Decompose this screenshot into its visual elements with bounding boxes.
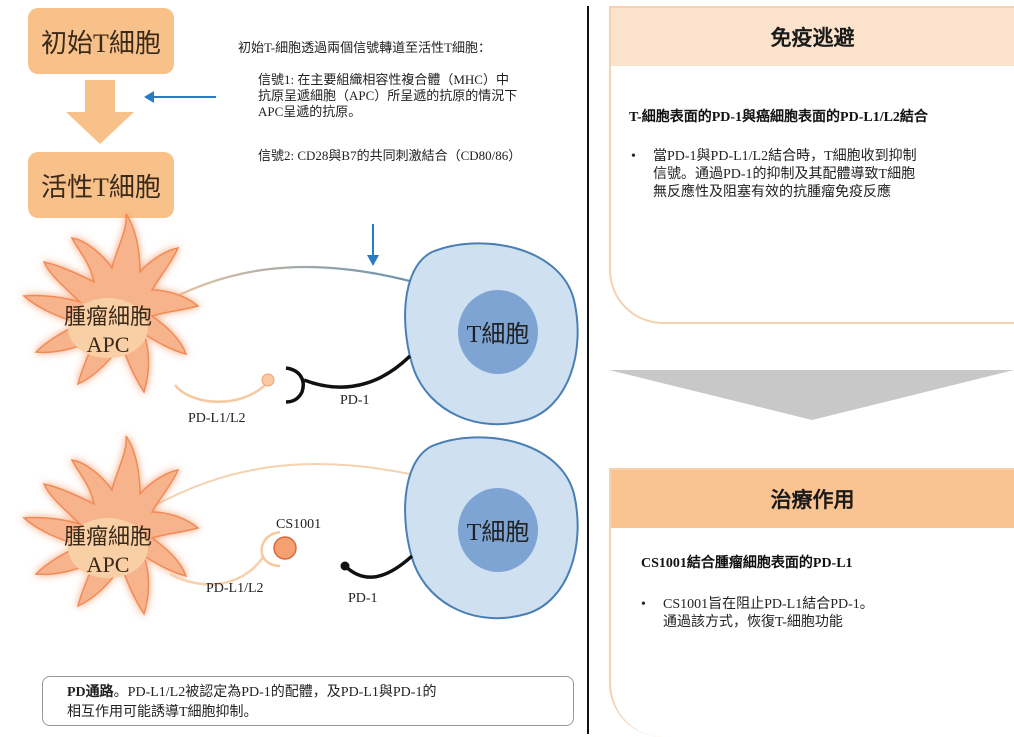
t-cell-2 xyxy=(404,436,579,620)
immune-escape-bullet: • 當PD-1與PD-L1/L2結合時，T細胞收到抑制 信號。通過PD-1的抑制… xyxy=(631,148,991,202)
therapeutic-line-1: CS1001旨在阻止PD-L1結合PD-1。 xyxy=(663,597,874,612)
tcell-label-1: T細胞 xyxy=(467,321,530,348)
immune-escape-line-1: 當PD-1與PD-L1/L2結合時，T細胞收到抑制 xyxy=(653,149,917,164)
immune-escape-line-2: 信號。通過PD-1的抑制及其配體導致T細胞 xyxy=(653,167,916,182)
pd-pathway-text-2: 相互作用可能誘導T細胞抑制。 xyxy=(67,705,258,720)
naive-t-cell-box: 初始T細胞 xyxy=(28,8,174,74)
pd-pathway-note: PD通路。PD-L1/L2被認定為PD-1的配體，及PD-L1與PD-1的 相互… xyxy=(42,676,574,726)
signal-1-line-3: APC呈遞的抗原。 xyxy=(258,104,362,119)
tcell-label-2: T細胞 xyxy=(467,519,530,546)
activation-intro: 初始T-細胞透過兩個信號轉道至活性T細胞： xyxy=(238,40,492,55)
signal-1-text: 信號1: 在主要組織相容性複合體（MHC）中 抗原呈遞細胞（APC）所呈遞的抗原… xyxy=(258,72,517,120)
transition-chevron xyxy=(609,370,1014,420)
pd1-receptor-cup-1 xyxy=(285,366,305,404)
pdl1-stalk-2 xyxy=(169,555,266,586)
pd-pathway-term: PD通路 xyxy=(67,685,114,700)
tumor-label-1a: 腫瘤細胞 xyxy=(64,304,152,329)
therapeutic-subtitle: CS1001結合腫瘤細胞表面的PD-L1 xyxy=(641,556,853,571)
pdl1-stalk-1 xyxy=(174,383,267,403)
signal-pointer-arrow xyxy=(144,91,216,103)
pdl1-ligand-1 xyxy=(261,373,275,387)
cs1001-label: CS1001 xyxy=(276,517,321,532)
tumor-label-2b: APC xyxy=(87,552,130,577)
immune-escape-line-3: 無反應性及阻塞有效的抗腫瘤免疫反應 xyxy=(653,185,891,200)
tumor-label-1b: APC xyxy=(87,332,130,357)
tumor-cell-2 xyxy=(22,435,200,616)
immune-escape-panel: 免疫逃避 T-細胞表面的PD-1與癌細胞表面的PD-L1/L2結合 • 當PD-… xyxy=(609,6,1014,324)
cs1001-antibody xyxy=(273,536,297,560)
therapeutic-panel: 治療作用 CS1001結合腫瘤細胞表面的PD-L1 • CS1001旨在阻止PD… xyxy=(609,468,1014,737)
immune-escape-title: 免疫逃避 xyxy=(611,8,1014,66)
t-cell-1 xyxy=(404,242,579,426)
connection-2 xyxy=(149,463,429,509)
immune-escape-subtitle: T-細胞表面的PD-1與癌細胞表面的PD-L1/L2結合 xyxy=(629,110,928,125)
pd1-label-1: PD-1 xyxy=(340,393,370,408)
pd1-receptor-stalk-1 xyxy=(303,354,412,389)
signal-2-text: 信號2: CD28與B7的共同刺激結合（CD80/86） xyxy=(258,148,522,163)
pd1-label-2: PD-1 xyxy=(348,591,378,606)
pd-pathway-text-1: 。PD-L1/L2被認定為PD-1的配體，及PD-L1與PD-1的 xyxy=(113,685,437,700)
bullet-dot: • xyxy=(631,149,636,164)
activation-arrow xyxy=(66,80,134,144)
pdl1-label-2: PD-L1/L2 xyxy=(206,581,264,596)
signal-1-line-1: 信號1: 在主要組織相容性複合體（MHC）中 xyxy=(258,72,509,87)
signal-down-arrow xyxy=(367,224,379,266)
tumor-cell-1 xyxy=(22,213,200,394)
pd1-stalk-2 xyxy=(343,554,414,579)
pdl1-cup-2 xyxy=(260,530,281,568)
vertical-divider xyxy=(587,6,589,734)
therapeutic-bullet: • CS1001旨在阻止PD-L1結合PD-1。 通過該方式，恢復T-細胞功能 xyxy=(641,596,981,632)
pdl1-label-1: PD-L1/L2 xyxy=(188,411,246,426)
therapeutic-line-2: 通過該方式，恢復T-細胞功能 xyxy=(663,615,843,630)
active-t-cell-box: 活性T細胞 xyxy=(28,152,174,218)
therapeutic-title: 治療作用 xyxy=(611,470,1014,528)
pd-pathway-diagram: 腫瘤細胞 APC T細胞 PD-L1/L2 PD-1 腫瘤細胞 APC T細胞 … xyxy=(22,80,579,620)
signal-1-line-2: 抗原呈遞細胞（APC）所呈遞的抗原的情況下 xyxy=(258,88,518,103)
bullet-dot: • xyxy=(641,597,646,612)
tumor-label-2a: 腫瘤細胞 xyxy=(64,524,152,549)
